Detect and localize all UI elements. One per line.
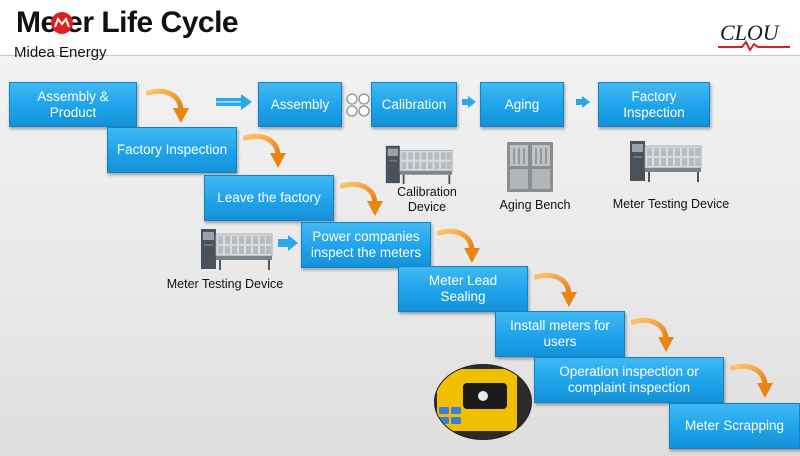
step-factory-inspection: Factory Inspection bbox=[107, 127, 237, 173]
curved-arrow-icon bbox=[534, 270, 578, 308]
meter-testing-device-icon bbox=[628, 138, 703, 183]
process-assembly: Assembly bbox=[258, 82, 342, 127]
step-meter-scrapping: Meter Scrapping bbox=[669, 403, 800, 449]
process-calibration: Calibration bbox=[371, 82, 457, 127]
curved-arrow-icon bbox=[730, 361, 774, 399]
right-arrow-icon bbox=[278, 235, 298, 251]
right-arrow-icon bbox=[216, 94, 252, 110]
meter-testing-device-icon bbox=[384, 143, 454, 185]
curved-arrow-icon bbox=[243, 131, 287, 169]
caption-aging-bench: Aging Bench bbox=[499, 198, 571, 212]
step-leave-factory: Leave the factory bbox=[204, 175, 334, 221]
meter-testing-device-icon bbox=[199, 226, 274, 271]
curved-arrow-icon bbox=[631, 315, 675, 353]
step-operation-inspection: Operation inspection or complaint inspec… bbox=[534, 357, 724, 403]
right-arrow-icon bbox=[576, 96, 590, 108]
curved-arrow-icon bbox=[146, 86, 190, 124]
process-aging: Aging bbox=[480, 82, 564, 127]
caption-calibration-device: Calibration Device bbox=[397, 185, 457, 214]
clou-logo-text: CLOU bbox=[720, 20, 781, 45]
step-assembly-product: Assembly & Product bbox=[9, 82, 137, 127]
blob-connector-icon bbox=[346, 93, 370, 117]
handheld-meter-icon bbox=[434, 364, 532, 440]
step-install-meters: Install meters for users bbox=[495, 311, 625, 357]
m-logo-icon bbox=[51, 12, 73, 34]
curved-arrow-icon bbox=[437, 226, 481, 264]
caption-meter-testing-device-top: Meter Testing Device bbox=[612, 197, 730, 211]
company-name: Midea Energy bbox=[14, 44, 107, 61]
clou-logo-icon: CLOU bbox=[718, 20, 790, 52]
header-bar: Meter Life Cycle Midea Energy CLOU bbox=[0, 0, 800, 61]
process-factory-inspection: Factory Inspection bbox=[598, 82, 710, 127]
step-power-companies: Power companies inspect the meters bbox=[301, 222, 431, 268]
curved-arrow-icon bbox=[340, 179, 384, 217]
aging-bench-icon bbox=[507, 142, 553, 192]
step-lead-sealing: Meter Lead Sealing bbox=[398, 266, 528, 312]
caption-meter-testing-device-left: Meter Testing Device bbox=[166, 277, 284, 291]
right-arrow-icon bbox=[462, 96, 476, 108]
